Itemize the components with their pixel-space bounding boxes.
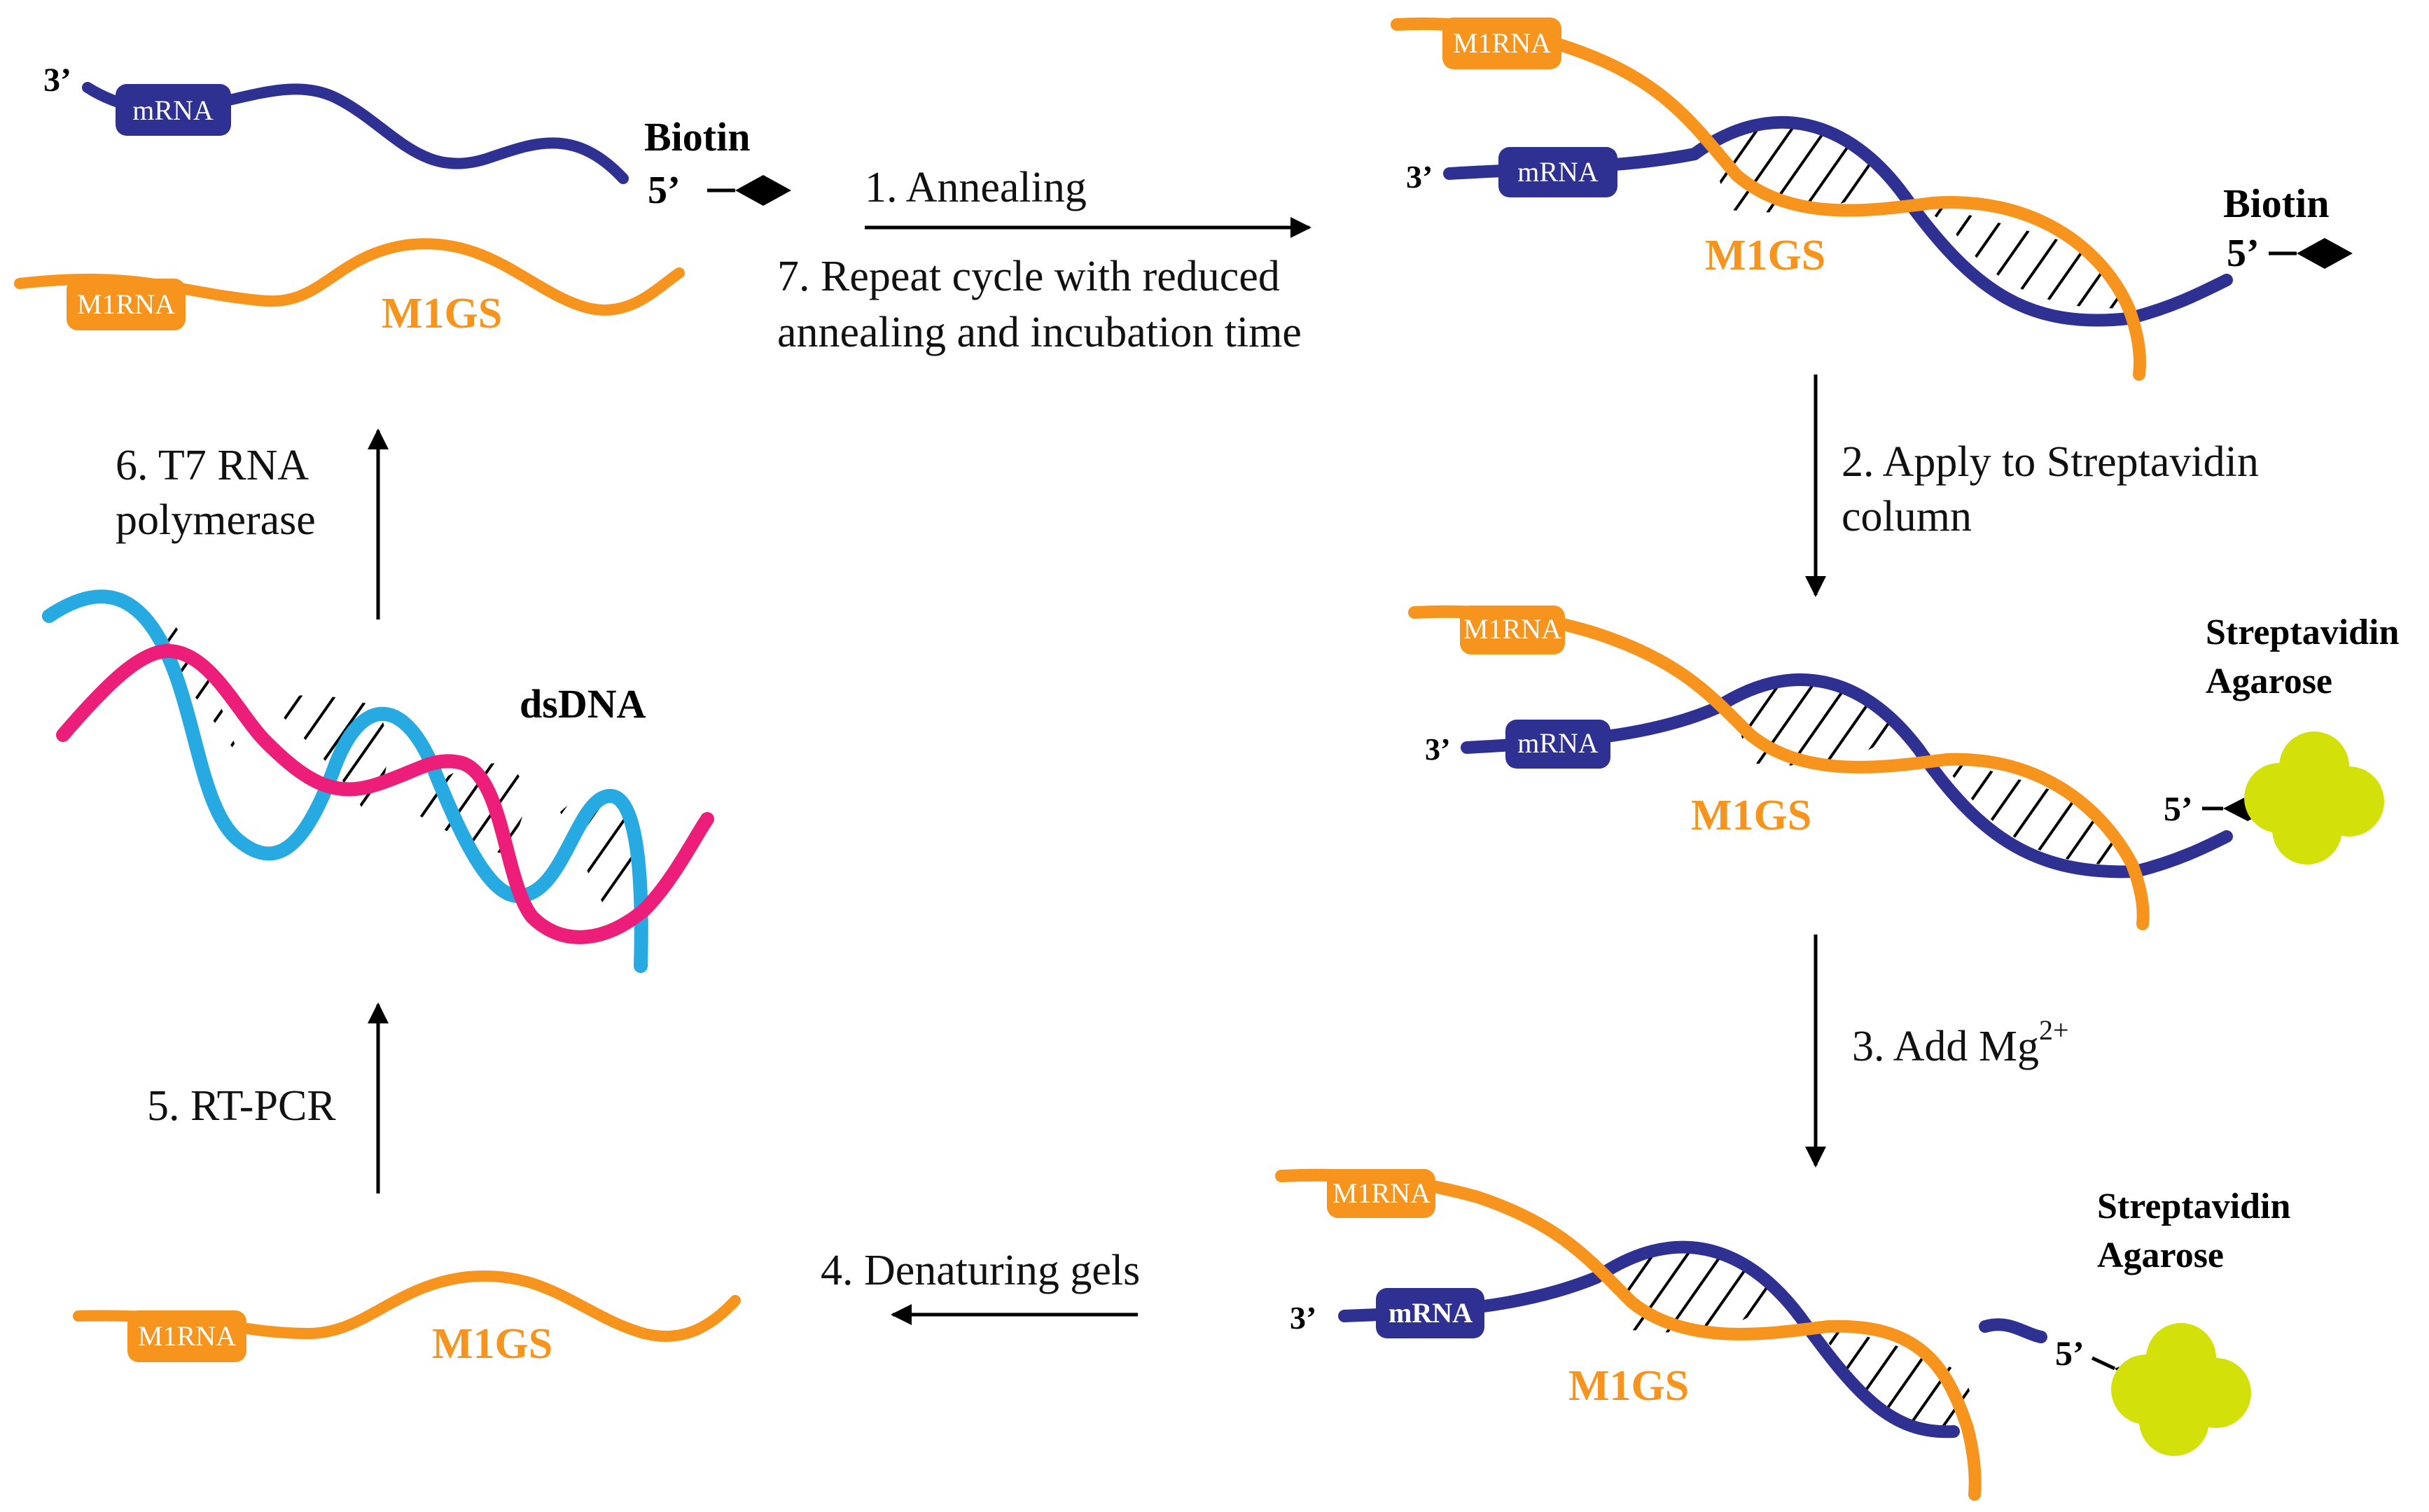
agarose-label: Agarose [2206, 662, 2332, 701]
m1gs-strand [1391, 18, 2147, 381]
step-1-label: 1. Annealing [865, 164, 1087, 211]
svg-text:3. Add Mg2+: 3. Add Mg2+ [1852, 1014, 2069, 1070]
mrna-tag-label: mRNA [1517, 156, 1599, 188]
streptavidin-label: Streptavidin [2097, 1186, 2291, 1226]
m1gs-strand [1408, 605, 2150, 930]
m1rna-tag-label: M1RNA [1453, 27, 1551, 59]
panel-cleaved: mRNA 3’ M1RNA M1GS 5’ Streptavidin Agaro… [1275, 1168, 2291, 1501]
step-3-add-mg: 3. Add Mg2+ [1805, 934, 2069, 1168]
step-2-line-1: 2. Apply to Streptavidin [1842, 438, 2259, 486]
step-3-superscript: 2+ [2039, 1014, 2069, 1046]
dna-strand-b [56, 643, 714, 944]
five-prime-label: 5’ [2055, 1334, 2085, 1373]
m1gs-strand [1275, 1168, 1982, 1501]
diamond-icon [2297, 238, 2353, 269]
step-2-line-2: column [1842, 493, 1972, 540]
m1gs-label: M1GS [1705, 232, 1825, 279]
dna-strand-a [42, 589, 648, 973]
mrna-tag-label: mRNA [1517, 727, 1599, 759]
bead-cluster-icon [2111, 1323, 2251, 1456]
agarose-label: Agarose [2097, 1236, 2224, 1275]
diamond-icon [735, 175, 791, 206]
panel-dsdna: dsDNA [42, 589, 714, 973]
three-prime-label: 3’ [1406, 159, 1433, 195]
three-prime-label: 3’ [1290, 1300, 1316, 1336]
step-1-annealing: 1. Annealing 7. Repeat cycle with reduce… [777, 164, 1311, 356]
m1rna-tag: M1RNA [1442, 18, 1561, 69]
mrna-tag: mRNA [1376, 1288, 1484, 1338]
panel-separate-strands: mRNA 3’ Biotin 5’ M1RNA M1GS [14, 62, 791, 337]
m1rna-tag-label: M1RNA [1332, 1177, 1431, 1209]
m1rna-tag: M1RNA [1327, 1169, 1435, 1218]
step-3-label: 3. Add Mg [1852, 1023, 2039, 1070]
m1rna-tag-label: M1RNA [138, 1320, 236, 1352]
step-6-line-2: polymerase [116, 496, 316, 544]
step-5-rt-pcr: 5. RT-PCR [147, 1002, 389, 1194]
five-prime-label: 5’ [648, 169, 681, 212]
streptavidin-label: Streptavidin [2206, 612, 2400, 652]
m1gs-label: M1GS [432, 1320, 552, 1368]
step-6-t7-rna-polymerase: 6. T7 RNA polymerase [116, 428, 389, 620]
mrna-tag-label: mRNA [1389, 1297, 1473, 1329]
five-prime-label: 5’ [2164, 789, 2193, 828]
panel-isolated-m1gs: M1RNA M1GS [73, 1270, 741, 1368]
biotin-label: Biotin [644, 114, 751, 160]
m1gs-label: M1GS [1568, 1362, 1689, 1410]
step-7-line-1: 7. Repeat cycle with reduced [777, 253, 1280, 300]
three-prime-label: 3’ [43, 62, 71, 99]
panel-annealed-duplex: mRNA 3’ M1RNA M1GS Biotin 5’ [1391, 18, 2353, 381]
m1rna-tag: M1RNA [1460, 606, 1565, 654]
mrna-tag: mRNA [1498, 147, 1617, 197]
panel-bound-streptavidin: mRNA 3’ M1RNA M1GS 5’ Streptavidin Agaro… [1408, 605, 2400, 930]
biotin-label: Biotin [2223, 181, 2330, 226]
five-prime-label: 5’ [2227, 232, 2260, 275]
step-4-denaturing-gels: 4. Denaturing gels [821, 1247, 1140, 1325]
m1rna-tag-label: M1RNA [77, 288, 175, 320]
step-6-line-1: 6. T7 RNA [116, 442, 309, 489]
cleaved-mrna-fragment [1979, 1318, 2047, 1343]
mrna-tag: mRNA [116, 84, 231, 136]
step-7-line-2: annealing and incubation time [777, 309, 1302, 356]
step-2-streptavidin-column: 2. Apply to Streptavidin column [1805, 374, 2259, 597]
m1rna-tag: M1RNA [67, 279, 186, 330]
step-5-label: 5. RT-PCR [147, 1082, 336, 1130]
bead-cluster-icon [2244, 732, 2384, 864]
m1rna-tag-label: M1RNA [1463, 613, 1561, 645]
mrna-tag: mRNA [1505, 720, 1610, 769]
m1gs-label: M1GS [1691, 792, 1811, 839]
dsdna-label: dsDNA [520, 681, 646, 727]
m1rna-tag: M1RNA [127, 1310, 246, 1362]
three-prime-label: 3’ [1425, 732, 1451, 766]
mrna-tag-label: mRNA [132, 94, 214, 126]
m1gs-label: M1GS [382, 290, 502, 337]
step-4-label: 4. Denaturing gels [821, 1247, 1140, 1294]
